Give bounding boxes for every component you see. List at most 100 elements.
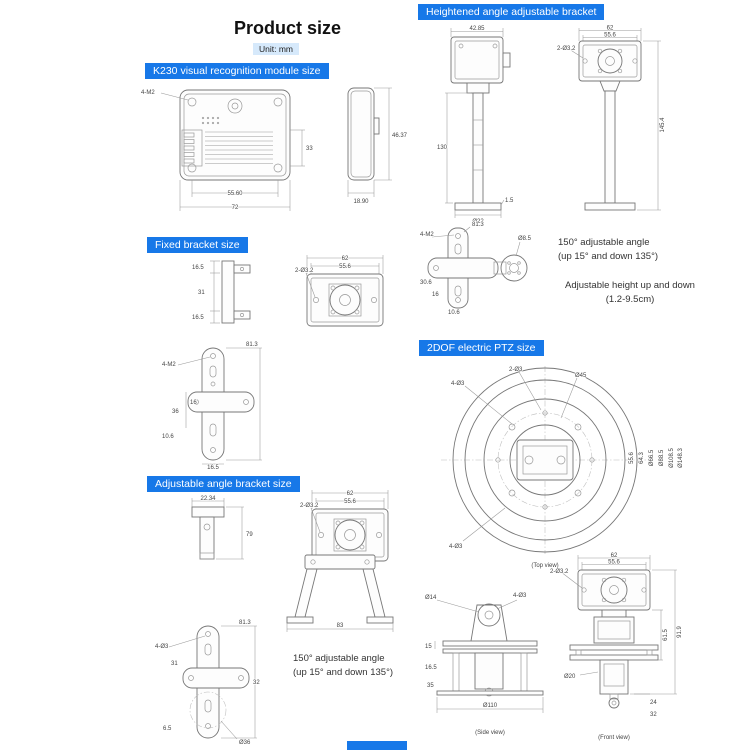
dim-label: Ø66.5 [649,449,655,466]
dim-label: 2-Ø3 [509,367,523,373]
adjustable-bracket-plate-drawing: 81.3 4-Ø3 31 32 6.5 Ø36 [154,619,261,746]
dim-label: 2-Ø3.2 [300,503,319,509]
dim-label: 16.5 [192,315,204,321]
dim-label: Ø148.3 [678,447,684,467]
dim-label: 31 [171,661,178,667]
banner-adjustable-bracket: Adjustable angle bracket size [147,476,300,492]
dim-label: 30.6 [420,280,432,286]
dim-label: 16.5 [207,465,219,471]
banner-ptz: 2DOF electric PTZ size [419,340,544,356]
dim-label: 2-Ø3.2 [295,268,314,274]
dim-label: 81.3 [239,620,251,626]
dim-label: Ø22 [472,219,484,225]
dim-label: Ø20 [564,674,576,680]
dim-label: 1.5 [505,198,514,204]
dim-label: 62 [347,491,354,497]
dim-label: 6.5 [163,726,172,732]
view-label: (Front view) [598,735,630,741]
dim-label: Ø88.5 [659,449,665,466]
dim-label: 31 [198,290,205,296]
dim-label: 4-Ø3 [155,644,169,650]
adjustable-arm-drawing: 22.34 79 [191,495,254,560]
dim-label: 64.3 [639,452,645,464]
banner-fixed-bracket: Fixed bracket size [147,237,248,253]
view-label: (Side view) [475,730,505,736]
dim-label: 16 [190,400,197,406]
note-line: 150° adjustable angle [558,237,650,248]
dim-label: 55.6 [608,560,620,566]
heightened-left-drawing: 42.85 130 1.5 Ø22 [436,25,514,225]
dim-label: Ø8.5 [518,236,532,242]
dim-label: 62 [342,256,349,262]
dim-label: 61.5 [663,629,669,641]
fixed-bracket-plate-drawing: 81.3 4-M2 36 16 10.6 16.5 [161,341,262,472]
dim-label: 4-Ø3 [451,381,465,387]
dim-label: 4-M2 [141,90,155,96]
heightened-height-note: Adjustable height up and down (1.2-9.5cm… [535,279,725,307]
dim-label: 16.5 [425,665,437,671]
dim-label: 91.9 [677,626,683,638]
dim-label: 24 [650,700,657,706]
dim-label: 83 [337,623,344,629]
dim-label: 55.6 [604,33,616,39]
dim-label: 55.6 [344,499,356,505]
ptz-front-view-drawing: 62 55.6 2-Ø3.2 61.5 91.9 Ø20 24 32 (Fron… [549,552,683,741]
ptz-side-view-drawing: Ø14 4-Ø3 15 16.5 35 Ø110 (Side view) [424,592,544,737]
heightened-right-drawing: 62 55.6 2-Ø3.2 145.4 [556,25,667,211]
view-label: (Top view) [531,563,558,569]
dim-label: 16.5 [192,265,204,271]
dim-label: 10.6 [162,434,174,440]
dim-label: Ø36 [239,740,251,746]
dim-label: 42.85 [469,26,485,32]
note-line: (up 15° and down 135°) [293,666,394,678]
banner-k230-module: K230 visual recognition module size [145,63,329,79]
dim-label: 32 [650,712,657,718]
dim-label: Ø110 [483,703,498,709]
dim-label: 4-Ø3 [449,544,463,550]
dim-label: Ø14 [425,595,437,601]
dim-label: 10.6 [448,310,460,316]
ptz-top-view-drawing: 4-Ø3 2-Ø3 Ø45 55.6 64.3 Ø66.5 Ø88.5 Ø108… [441,366,685,570]
dim-label: 62 [607,26,614,32]
dim-label: 72 [232,205,239,211]
dim-label: 55.60 [227,191,243,197]
dim-label: 4-Ø3 [513,593,527,599]
fixed-bracket-side-drawing: 16.5 31 16.5 [191,260,251,324]
dim-label: 36 [172,409,179,415]
k230-side-drawing: 46.37 18.90 [347,87,408,206]
dim-label: 15 [425,644,432,650]
dim-label: 55.6 [339,264,351,270]
heightened-angle-note: 150° adjustable angle (up 15° and down 1… [558,236,658,264]
adjustable-angle-note: 150° adjustable angle (up 15° and down 1… [293,652,393,680]
k230-front-drawing: 4-M2 33 55.60 72 [140,89,314,211]
dim-label: 35 [427,683,434,689]
dim-label: 16 [432,292,439,298]
dim-label: 145.4 [660,117,666,133]
dim-label: 2-Ø3.2 [557,46,576,52]
dim-label: 4-M2 [420,232,434,238]
dim-label: 79 [246,532,253,538]
dim-label: 2-Ø3.2 [550,569,569,575]
dim-label: 4-M2 [162,362,176,368]
dim-label: Ø108.5 [669,447,675,467]
dim-label: 33 [306,146,313,152]
note-line: Adjustable height up and down [565,280,695,291]
dim-label: 62 [611,553,618,559]
dim-label: 22.34 [200,496,216,502]
adjustable-u-frame-drawing: 83 [286,554,394,632]
bottom-partial-banner [347,741,407,750]
banner-heightened-bracket: Heightened angle adjustable bracket [418,4,605,20]
dim-label: 55.6 [629,452,635,464]
dim-label: 32 [253,680,260,686]
adjustable-bracket-top-drawing: 62 55.6 2-Ø3.2 [299,490,389,562]
note-line: (up 15° and down 135°) [558,250,659,262]
dim-label: 81.3 [246,342,258,348]
fixed-bracket-top-drawing: 62 55.6 2-Ø3.2 [294,255,384,327]
page-title: Product size [233,18,342,38]
note-line: (1.2-9.5cm) [605,293,655,305]
note-line: 150° adjustable angle [293,653,385,664]
unit-badge: Unit: mm [253,43,299,55]
dim-label: 81.3 [472,222,484,228]
dim-label: 18.90 [353,199,369,205]
